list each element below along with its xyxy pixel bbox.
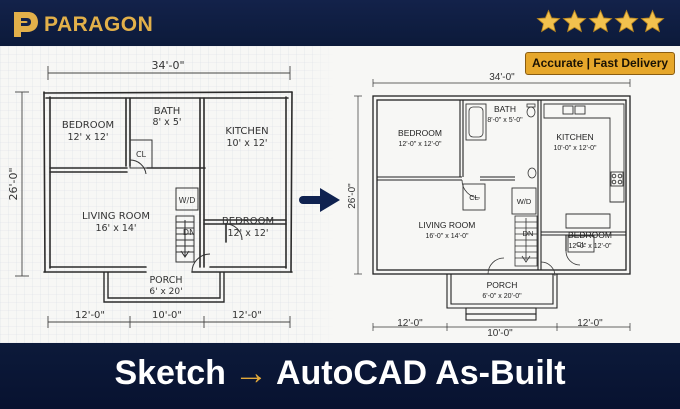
cad-dim-bottom-3: 12'-0"	[577, 318, 603, 329]
cad-width-dim: 34'-0"	[489, 72, 515, 83]
cad-size-living: 16'-0" x 14'-0"	[425, 233, 469, 240]
cad-plan: 34'-0" 26'-0"	[347, 72, 631, 339]
cad-label-bedroom2: BEDROOM	[568, 230, 612, 240]
cad-size-bedroom2: 12'-0" x 12'-0"	[568, 243, 612, 250]
cad-label-porch: PORCH	[487, 280, 518, 290]
sketch-label-bath: BATH	[154, 106, 181, 117]
brand-name: PARAGON	[44, 13, 154, 36]
sketch-plan: 34'-0" 26'-0"	[0, 46, 335, 343]
star-icon	[588, 9, 613, 33]
delivery-badge: Accurate | Fast Delivery	[525, 52, 675, 75]
sketch-size-kitchen: 10' x 12'	[226, 138, 267, 149]
sketch-label-bedroom2: BEDROOM	[222, 216, 274, 227]
sketch-label-wd: W/D	[179, 196, 196, 205]
headline-right: AutoCAD As-Built	[275, 354, 566, 392]
star-icon	[562, 9, 587, 33]
sketch-size-porch: 6' x 20'	[149, 287, 182, 297]
headline-arrow: →	[233, 354, 268, 392]
sketch-size-bedroom2: 12' x 12'	[227, 228, 268, 239]
sketch-size-bedroom1: 12' x 12'	[67, 132, 108, 143]
paragon-logo-icon	[14, 12, 38, 37]
sketch-width-dim: 34'-0"	[151, 59, 184, 72]
sketch-size-bath: 8' x 5'	[153, 117, 182, 128]
sketch-dim-bottom-3: 12'-0"	[232, 310, 262, 321]
sketch-label-bedroom1: BEDROOM	[62, 120, 114, 131]
sketch-dim-bottom-1: 12'-0"	[75, 310, 105, 321]
sketch-to-cad-arrow-icon	[299, 188, 340, 212]
cad-depth-dim: 26'-0"	[347, 183, 358, 209]
star-icon	[536, 9, 561, 33]
cad-label-living: LIVING ROOM	[419, 220, 476, 230]
star-icon	[614, 9, 639, 33]
headline-left: Sketch	[114, 354, 226, 392]
cad-label-cl1: CL	[469, 193, 479, 202]
cad-size-kitchen: 10'-0" x 12'-0"	[553, 145, 597, 152]
sketch-label-porch: PORCH	[149, 275, 182, 286]
headline: Sketch→AutoCAD As-Built	[0, 354, 680, 393]
cad-label-bedroom1: BEDROOM	[398, 128, 442, 138]
cad-label-dn: DN	[523, 229, 534, 238]
star-icon	[640, 9, 665, 33]
cad-size-bedroom1: 12'-0" x 12'-0"	[398, 141, 442, 148]
header-bar: PARAGON	[0, 0, 680, 46]
cad-size-porch: 6'-0" x 20'-0"	[482, 293, 522, 300]
cad-label-kitchen: KITCHEN	[556, 132, 593, 142]
cad-dim-bottom-1: 12'-0"	[397, 318, 423, 329]
cad-label-bath: BATH	[494, 104, 516, 114]
sketch-dim-bottom-2: 10'-0"	[152, 310, 182, 321]
sketch-depth-dim: 26'-0"	[7, 167, 20, 200]
cad-size-bath: 8'-0" x 5'-0"	[487, 117, 523, 124]
rating-stars	[536, 9, 665, 35]
sketch-size-living: 16' x 14'	[95, 223, 136, 234]
cad-label-cl2: CL	[576, 240, 586, 249]
title-bar	[0, 343, 680, 409]
sketch-label-dn: DN	[183, 228, 195, 237]
sketch-label-cl: CL	[136, 150, 147, 159]
cad-dim-bottom-2: 10'-0"	[487, 328, 513, 339]
cad-label-wd: W/D	[517, 197, 532, 206]
floor-plans: 34'-0" 26'-0"	[0, 46, 631, 343]
sketch-label-kitchen: KITCHEN	[225, 126, 268, 137]
plans-panel: 34'-0" 26'-0"	[0, 46, 680, 343]
sketch-label-living: LIVING ROOM	[82, 211, 150, 222]
